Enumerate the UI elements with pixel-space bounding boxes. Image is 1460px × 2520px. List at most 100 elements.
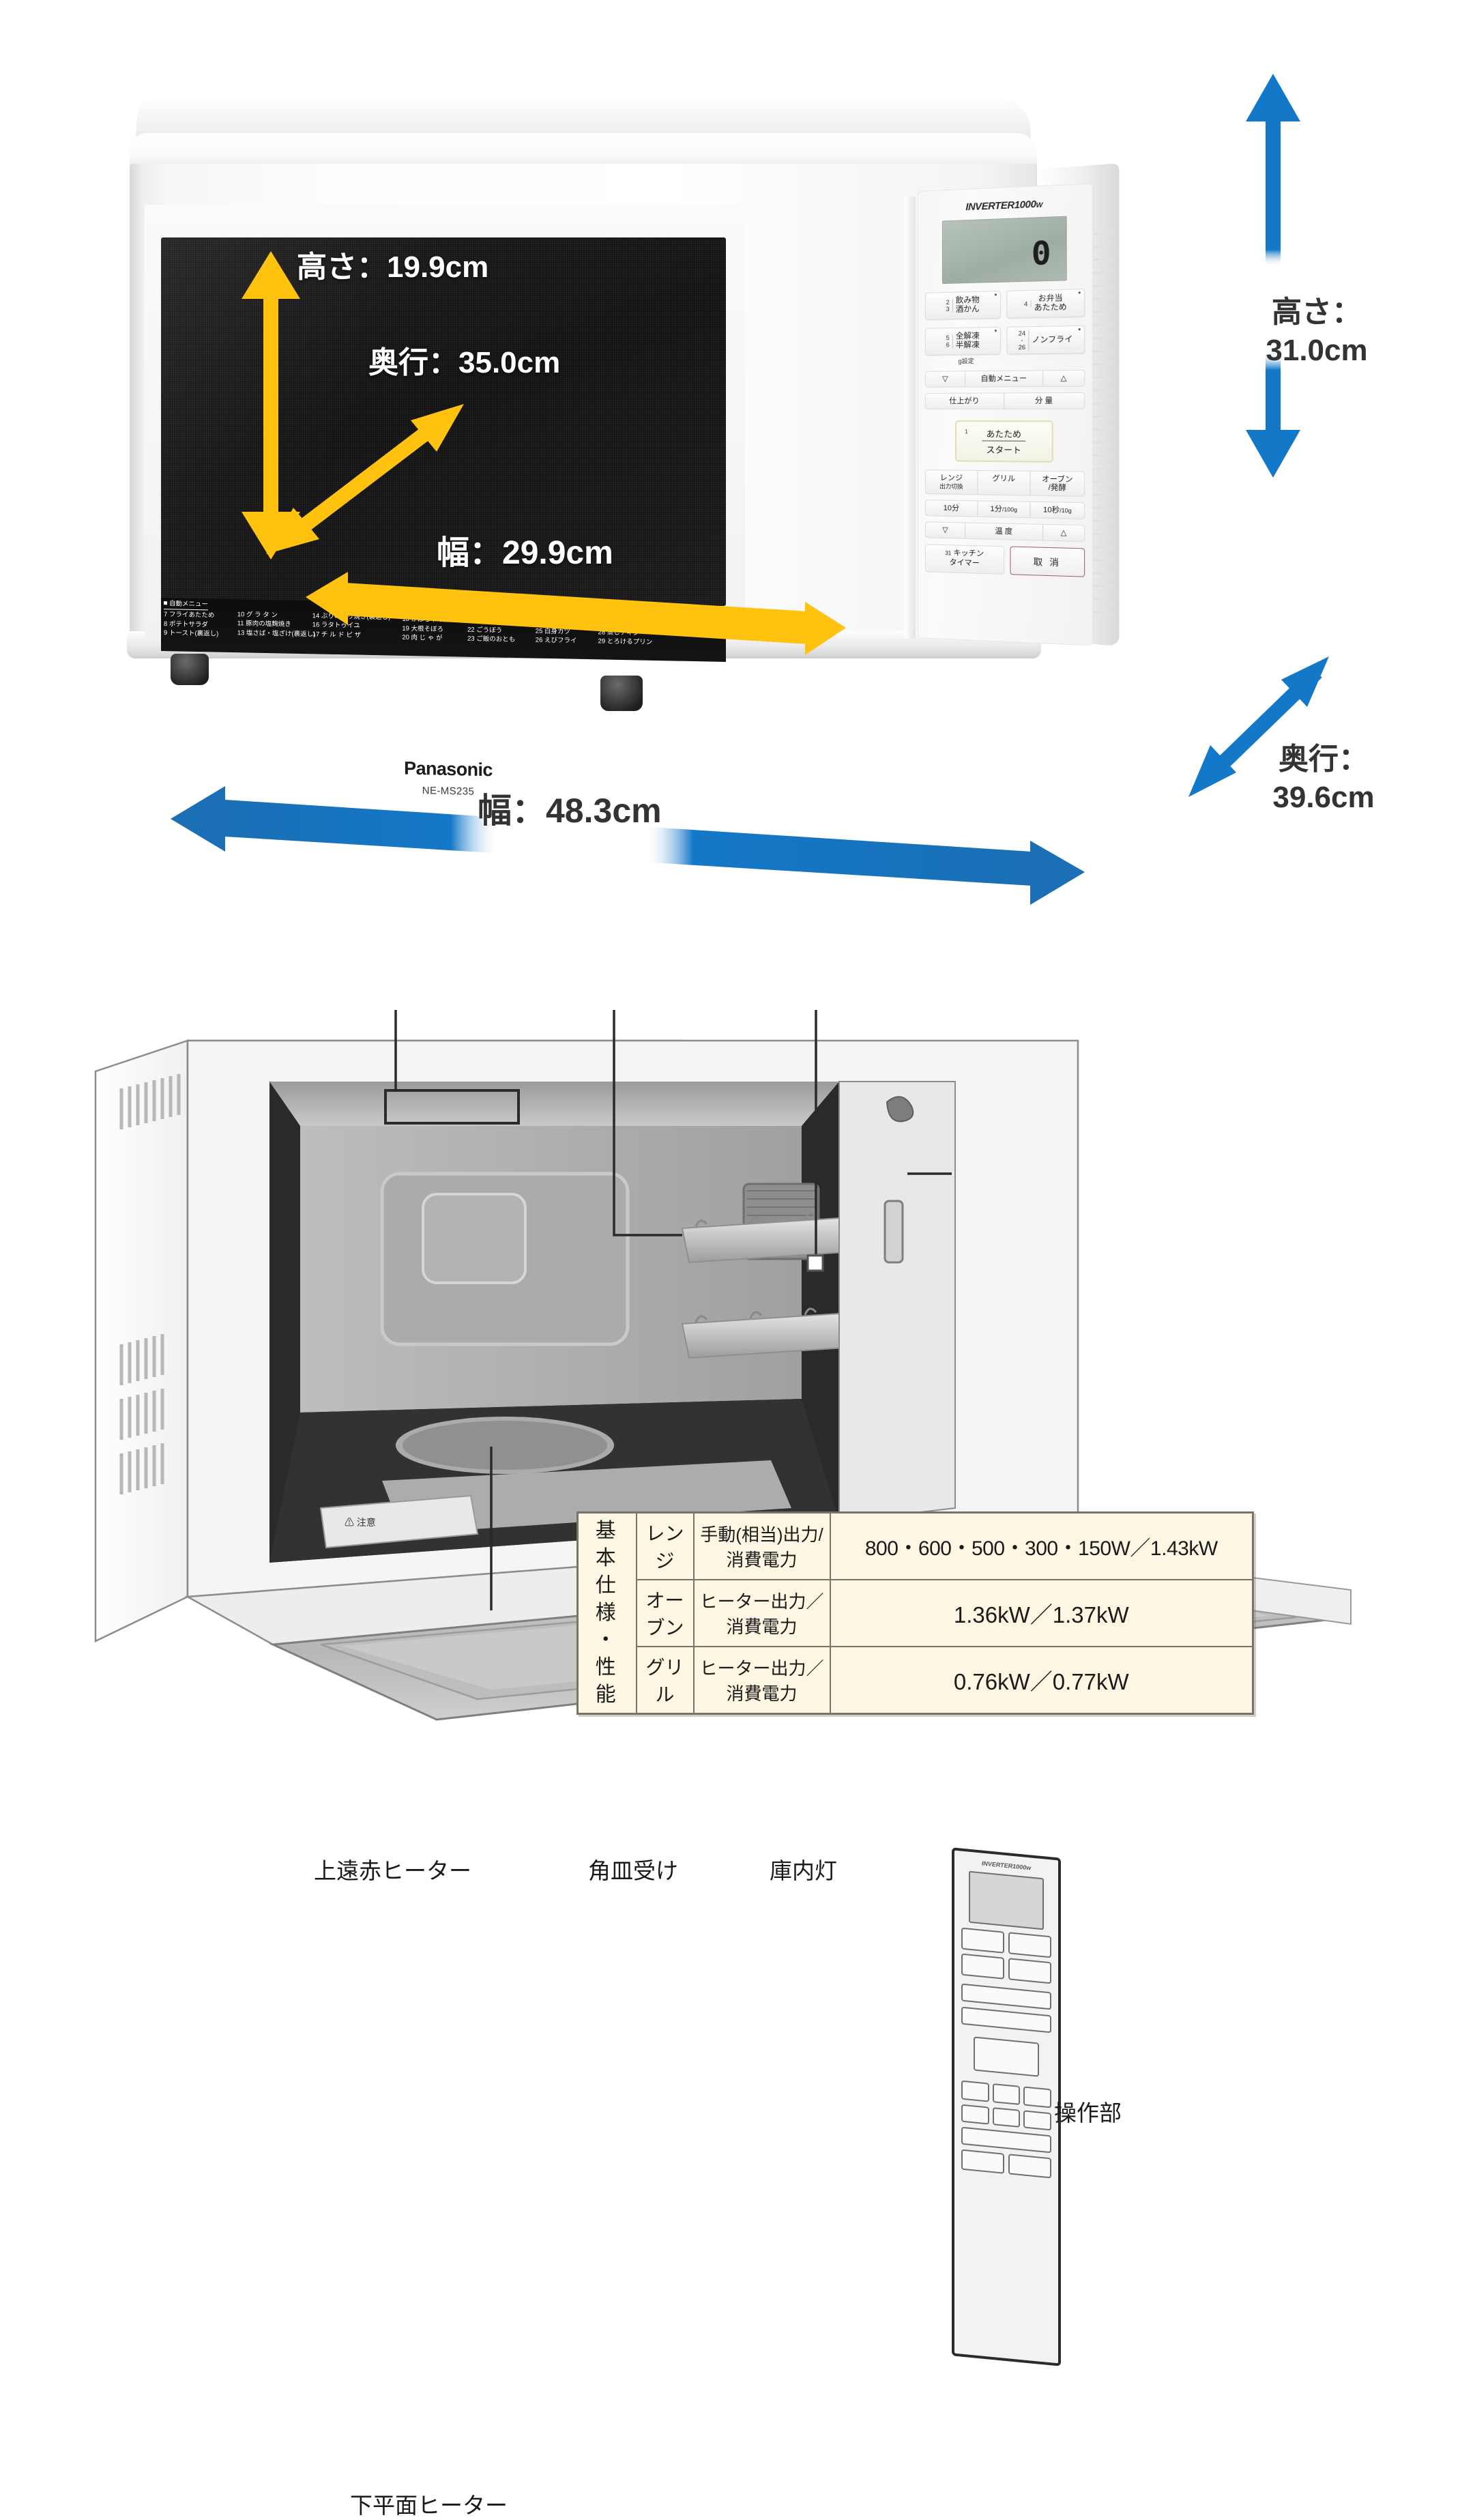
cutaway-key bbox=[1008, 1958, 1051, 1984]
cutaway-key bbox=[961, 2104, 989, 2125]
cutaway-key-row-2 bbox=[954, 1953, 1058, 1985]
svg-text:⚠ 注意: ⚠ 注意 bbox=[345, 1517, 376, 1528]
start-line2: スタート bbox=[986, 445, 1021, 456]
kitchen-timer-number: 31 bbox=[945, 550, 952, 557]
cutaway-key bbox=[1023, 2086, 1052, 2109]
auto-menu-item: 18 かぼちゃの煮物 bbox=[402, 615, 457, 624]
cutaway-temperature bbox=[961, 2126, 1051, 2154]
cutaway-timer-cancel bbox=[954, 2149, 1058, 2179]
spec-value-cell: 1.36kW／1.37kW bbox=[829, 1579, 1254, 1647]
time-row[interactable]: 10分 1分/100g 10秒/10g bbox=[924, 499, 1085, 519]
control-section-label: 操作部 bbox=[1054, 2100, 1122, 2126]
auto-menu-item: 23 ご飯のおとも bbox=[467, 635, 516, 644]
timer-cancel-row: 31 キッチンタイマー 取 消 bbox=[924, 544, 1085, 577]
interior-depth-label: 奥行：35.0cm bbox=[368, 346, 561, 379]
cutaway-key bbox=[992, 2083, 1021, 2105]
auto-menu-item: 29 とろけるプリン bbox=[598, 637, 653, 646]
auto-menu-item: 11 豚肉の塩麹焼き bbox=[237, 620, 291, 628]
warm-start-button[interactable]: 1 あたため スタート bbox=[954, 420, 1053, 463]
exterior-depth-line2: 39.6cm bbox=[1272, 781, 1375, 814]
grill-button[interactable]: グリル bbox=[978, 470, 1031, 495]
indicator-dot bbox=[994, 330, 997, 332]
spec-mode-cell: グリル bbox=[635, 1645, 695, 1715]
auto-menu-down-button[interactable]: ▽ bbox=[925, 371, 966, 387]
auto-menu-selector[interactable]: ▽ 自動メニュー △ bbox=[924, 369, 1085, 388]
cutaway-finish-amount bbox=[961, 2006, 1051, 2033]
specification-table: 基 本 仕 様 ・ 性 能 レンジ 手動(相当)出力/消費電力 800・600・… bbox=[576, 1511, 1254, 1715]
spec-category-line-3: ・ bbox=[595, 1629, 619, 1651]
oven-ferment-button[interactable]: オーブン/発酵 bbox=[1042, 475, 1073, 493]
spec-mode-cell: オーブン bbox=[635, 1579, 695, 1647]
exterior-dimension-arrows bbox=[171, 74, 1329, 905]
spec-category-line-2: 仕 様 bbox=[595, 1574, 619, 1624]
auto-menu-item: 21 がんもつゆ bbox=[467, 616, 509, 625]
leader-lines bbox=[394, 1010, 952, 1610]
kitchen-timer-button[interactable]: 31 キッチンタイマー bbox=[924, 544, 1005, 575]
auto-menu-item: 7 フライあたため bbox=[164, 611, 215, 620]
ten-seconds-per-10g-button[interactable]: 10秒/10g bbox=[1042, 506, 1072, 515]
auto-menu-up-button[interactable]: △ bbox=[1060, 374, 1067, 383]
spec-item-cell: 手動(相当)出力/消費電力 bbox=[692, 1511, 831, 1580]
cutaway-key bbox=[992, 2107, 1021, 2128]
lcd-value: 0 bbox=[1031, 234, 1051, 273]
inverter-logo-text: INVERTER1000 bbox=[965, 199, 1036, 214]
ten-minutes-button[interactable]: 10分 bbox=[925, 500, 978, 517]
temperature-label: 温 度 bbox=[965, 523, 1044, 540]
finish-button[interactable]: 仕上がり bbox=[925, 393, 1004, 409]
mode-row[interactable]: レンジ出力切換 グリル オーブン/発酵 bbox=[924, 469, 1085, 497]
cancel-button[interactable]: 取 消 bbox=[1010, 546, 1085, 577]
amount-button[interactable]: 分 量 bbox=[1034, 396, 1053, 405]
cutaway-key bbox=[961, 1953, 1004, 1980]
key-label: 飲み物酒かん bbox=[955, 295, 980, 314]
lcd-display: 0 bbox=[941, 216, 1067, 285]
gram-setting-label: g設定 bbox=[958, 358, 974, 365]
cutaway-key bbox=[1008, 1932, 1051, 1958]
inverter-logo: INVERTER1000W bbox=[925, 197, 1085, 215]
non-fry-button[interactable]: 24-26 ノンフライ bbox=[1006, 325, 1085, 355]
temperature-up-button[interactable]: △ bbox=[1060, 528, 1067, 538]
cutaway-key bbox=[1023, 2110, 1052, 2131]
auto-menu-column-header: つくりおき bbox=[467, 605, 536, 618]
range-power-button[interactable]: レンジ出力切換 bbox=[925, 470, 978, 495]
inverter-logo-watt: W bbox=[1036, 201, 1042, 210]
cutaway-key bbox=[1008, 2154, 1051, 2179]
auto-menu-item: 26 えびフライ bbox=[535, 636, 577, 645]
table-row: オーブン ヒーター出力／消費電力 1.36kW／1.37kW bbox=[578, 1579, 1254, 1647]
indicator-dot bbox=[1078, 291, 1081, 294]
panasonic-logo: Panasonic bbox=[404, 757, 493, 781]
table-row: 基 本 仕 様 ・ 性 能 レンジ 手動(相当)出力/消費電力 800・600・… bbox=[576, 1511, 1254, 1715]
finish-amount-row[interactable]: 仕上がり 分 量 bbox=[924, 392, 1085, 409]
lower-flat-heater-label: 下平面ヒーター bbox=[350, 2493, 508, 2518]
height-arrow bbox=[1246, 74, 1300, 478]
indicator-dot bbox=[994, 293, 997, 296]
spec-category-cell: 基 本 仕 様 ・ 性 能 bbox=[576, 1511, 637, 1715]
temperature-selector[interactable]: ▽ 温 度 △ bbox=[924, 521, 1085, 542]
exterior-height-line2: 31.0cm bbox=[1266, 334, 1368, 367]
start-key-number: 1 bbox=[965, 429, 968, 435]
bento-warm-button[interactable]: 4 お弁当あたため bbox=[1006, 289, 1085, 319]
key-label: お弁当あたため bbox=[1034, 294, 1067, 313]
spec-category-line-1: 基 本 bbox=[595, 1520, 619, 1569]
vent-slots bbox=[1092, 231, 1115, 615]
auto-menu-label: 自動メニュー bbox=[965, 371, 1044, 387]
one-minute-per-100g-button[interactable]: 1分/100g bbox=[978, 501, 1031, 518]
cutaway-key bbox=[961, 1927, 1004, 1954]
upper-far-infrared-heater-label: 上遠赤ヒーター bbox=[314, 1858, 471, 1883]
cutaway-key bbox=[961, 2080, 989, 2102]
auto-menu-item: 24 から揚げ bbox=[535, 618, 570, 626]
auto-menu-item: 17 チ ル ド ピ ザ bbox=[312, 630, 361, 639]
temperature-down-button[interactable]: ▽ bbox=[925, 522, 966, 538]
auto-menu-column-header: ノンフライ bbox=[535, 606, 598, 619]
